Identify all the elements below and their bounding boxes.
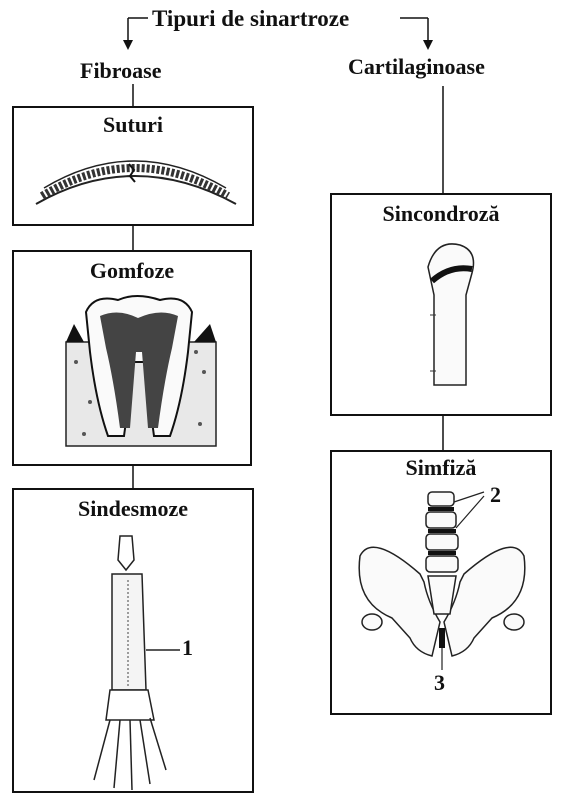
gomphoses-box: Gomfoze (12, 250, 252, 466)
long-bone-illustration (332, 195, 554, 418)
arrow-left-icon (123, 40, 133, 50)
syndesmoses-box: Sindesmoze 1 (12, 488, 254, 793)
tooth-illustration (14, 252, 254, 468)
sutures-box: Suturi (12, 106, 254, 226)
callout-2: 2 (490, 482, 501, 508)
category-cartilaginous: Cartilaginoase (348, 54, 485, 80)
diagram-title: Tipuri de sinartroze (152, 6, 349, 32)
symphysis-box: Simfiză 2 3 (330, 450, 552, 715)
callout-3: 3 (434, 670, 445, 696)
callout-1: 1 (182, 635, 193, 661)
category-fibrous: Fibroase (80, 58, 161, 84)
synchondrosis-box: Sincondroză (330, 193, 552, 416)
arrow-right-icon (423, 40, 433, 50)
suture-illustration (14, 108, 256, 228)
forearm-illustration (14, 490, 256, 795)
